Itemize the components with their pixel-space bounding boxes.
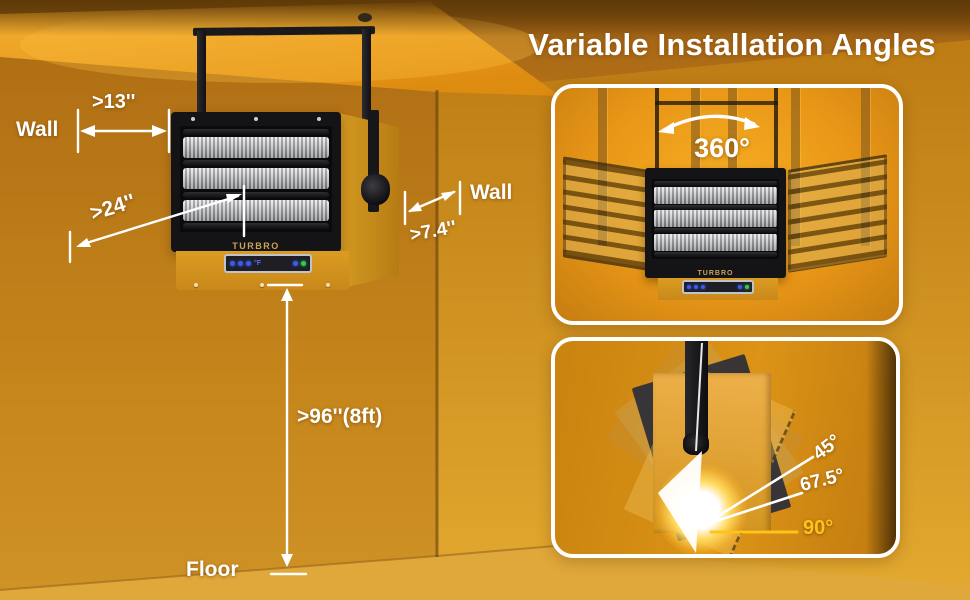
arrowhead-icon	[441, 191, 456, 201]
power-led-icon	[301, 261, 306, 266]
control-panel: °F	[224, 254, 312, 273]
screw-icon	[260, 283, 264, 287]
rotation-angle-label: 360°	[694, 133, 750, 163]
corner-shadow	[866, 341, 896, 554]
ceiling-joist	[791, 88, 800, 246]
heater-fin-row	[183, 199, 329, 221]
control-panel	[682, 280, 754, 294]
floor-clearance-label: >96''(8ft)	[297, 405, 383, 428]
page-title: Variable Installation Angles	[528, 27, 936, 62]
heater-side-bracket	[368, 110, 379, 212]
mode-led-icon	[701, 285, 705, 289]
heater-louver	[654, 181, 777, 186]
heater-grille	[652, 179, 779, 259]
mounting-bracket-left-arm	[197, 31, 206, 120]
arrowhead-icon	[408, 202, 422, 212]
heater-louver	[183, 191, 329, 198]
heat-glow	[655, 464, 747, 554]
thermostat-led-icon	[738, 285, 742, 289]
ceiling-mount-point	[358, 13, 372, 22]
mini-bracket-right	[774, 88, 778, 170]
heater-fin-row	[654, 210, 777, 228]
arrowhead-icon	[152, 125, 167, 137]
brand-logo: TURBRO	[232, 241, 280, 251]
heater-fin-row	[654, 234, 777, 252]
heater-base-section	[658, 278, 778, 300]
heater-base-section: °F	[176, 251, 349, 290]
heater-louver	[654, 204, 777, 210]
heater-louver	[183, 222, 329, 229]
ceiling-offset-label: >13''	[92, 91, 136, 113]
mounting-bracket-top	[192, 26, 376, 36]
mode-led-icon	[230, 261, 235, 266]
screw-icon	[254, 117, 258, 121]
heater-fin-row	[654, 186, 777, 204]
heater-front-panel: TURBRO	[171, 112, 341, 252]
base-screws	[194, 283, 330, 287]
floor-edge	[0, 545, 556, 591]
diagonal-clearance-label: >24''	[87, 189, 138, 226]
wall-clearance-label: >7.4''	[408, 217, 458, 246]
front-screws-top	[191, 117, 321, 121]
wall-right-label: Wall	[470, 181, 513, 204]
heater-louver	[183, 129, 329, 135]
mounting-bracket-right-arm	[362, 29, 371, 120]
heater-grille	[180, 126, 332, 232]
angle-90-label: 90°	[803, 517, 834, 539]
mounting-bracket-arm	[685, 341, 708, 439]
heater-louver	[183, 160, 329, 167]
screw-icon	[191, 117, 195, 121]
mode-led-icon	[246, 261, 251, 266]
arrowhead-icon	[281, 554, 293, 567]
ceiling-plane	[0, 2, 560, 96]
screw-icon	[317, 117, 321, 121]
tilt-adjust-knob	[361, 174, 390, 205]
brand-logo: TURBRO	[697, 270, 734, 277]
mode-led-icon	[238, 261, 243, 266]
screw-icon	[194, 283, 198, 287]
temperature-readout: °F	[254, 260, 262, 267]
wall-left-label: Wall	[16, 118, 59, 141]
screw-icon	[326, 283, 330, 287]
mode-led-icon	[687, 285, 691, 289]
thermostat-led-icon	[293, 261, 298, 266]
angle-67-label: 67.5°	[798, 464, 847, 497]
heater-ghost-right	[788, 154, 887, 273]
heater-fin-row	[183, 168, 329, 190]
ceiling-joist	[728, 88, 737, 246]
power-led-icon	[745, 285, 749, 289]
angle-45-label: 45°	[809, 430, 845, 465]
heater-louver	[654, 251, 777, 257]
dim-74-line	[408, 190, 456, 213]
floor-label: Floor	[186, 558, 239, 581]
tilt-panel: 45° 67.5° 90°	[551, 337, 900, 558]
mini-bracket-left	[655, 88, 659, 170]
mode-led-icon	[694, 285, 698, 289]
arrowhead-icon	[76, 238, 91, 247]
ceiling-highlight	[20, 7, 540, 83]
rotation-panel: TURBRO 360°	[551, 84, 903, 325]
arrowhead-icon	[80, 125, 95, 137]
pivot-bolt	[683, 433, 709, 455]
mini-bracket-top	[655, 101, 778, 105]
heater-front-view: TURBRO	[645, 168, 786, 278]
heater-fin-row	[183, 137, 329, 159]
ceiling-joist	[691, 88, 700, 246]
heater-louver	[654, 228, 777, 234]
